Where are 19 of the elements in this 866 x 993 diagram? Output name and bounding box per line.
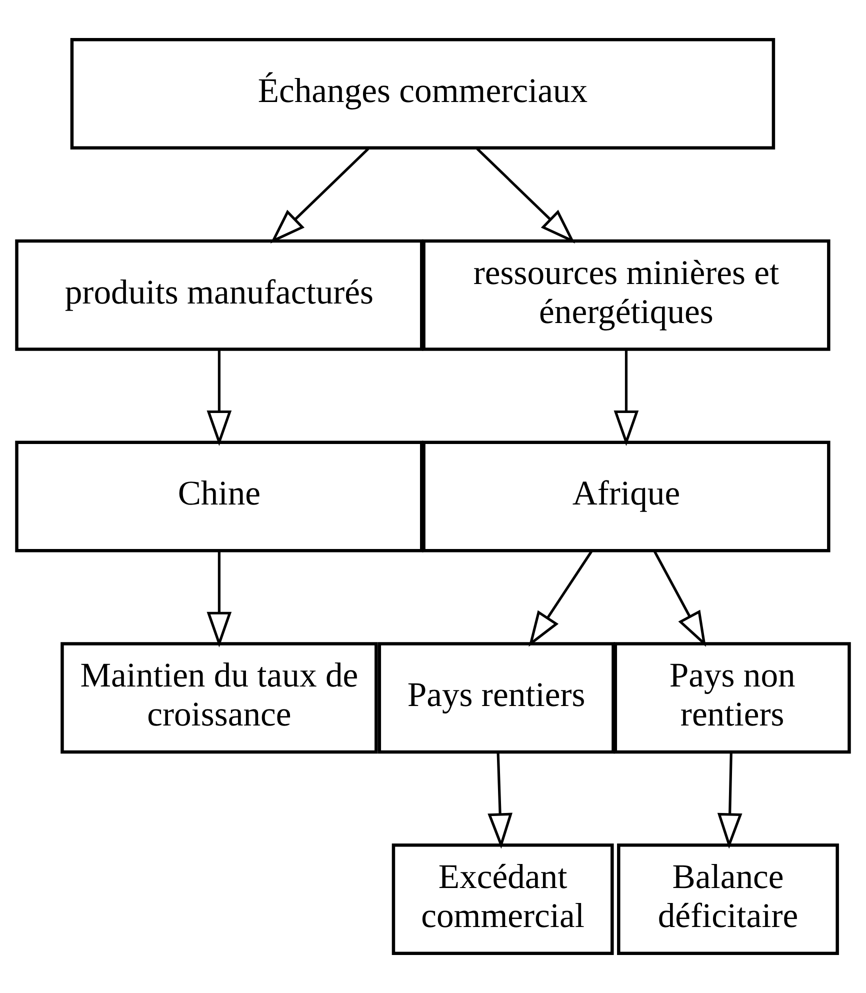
arrow	[528, 550, 592, 647]
node-box: Balance déficitaire	[617, 843, 839, 955]
node-box: Chine	[15, 440, 424, 552]
arrow	[654, 550, 706, 647]
arrow	[717, 752, 742, 849]
node-box: Maintien du taux de croissance	[60, 642, 378, 754]
arrow	[476, 148, 576, 244]
arrow	[206, 551, 232, 648]
node-box: Pays non rentiers	[614, 642, 851, 754]
arrow	[614, 350, 639, 446]
node-box: Excédant commercial	[392, 843, 614, 955]
node-box: Pays rentiers	[378, 642, 615, 754]
arrow	[206, 350, 232, 446]
arrow	[488, 752, 512, 849]
arrow	[270, 148, 370, 244]
node-box: produits manufacturés	[15, 239, 424, 351]
node-box: ressources minières et énergétiques	[422, 239, 830, 351]
node-box: Échanges commerciaux	[70, 38, 776, 150]
node-box: Afrique	[422, 440, 830, 552]
